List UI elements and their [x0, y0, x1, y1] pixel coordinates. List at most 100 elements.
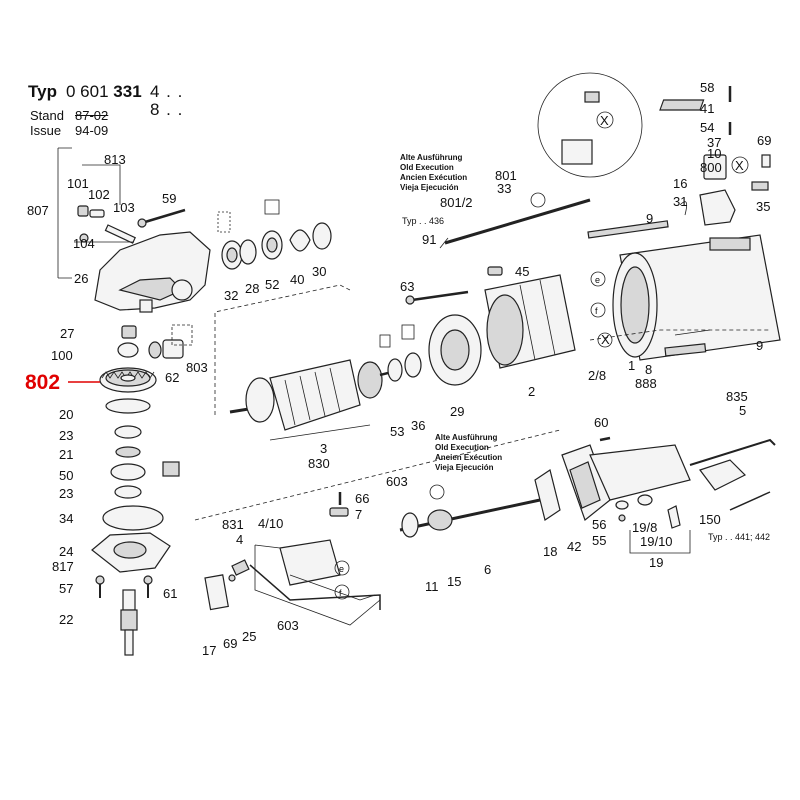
callout-23-upper: 23 [59, 428, 73, 443]
typ-441-442-note: Typ . . 441; 442 [708, 532, 770, 542]
callout-30: 30 [312, 264, 326, 279]
screw-57 [95, 575, 105, 598]
callout-63: 63 [400, 279, 414, 294]
callout-53: 53 [390, 424, 404, 439]
part-35 [751, 181, 769, 191]
plate-17 [204, 574, 229, 611]
bearing-50-detail [162, 461, 180, 477]
callout-56: 56 [592, 517, 606, 532]
screw-61 [143, 575, 153, 598]
callout-22: 22 [59, 612, 73, 627]
callout-37: 37 [707, 135, 721, 150]
callout-7: 7 [355, 507, 362, 522]
type-suffix-2: 8 . . [150, 100, 184, 119]
svg-text:Vieja Ejecución: Vieja Ejecución [435, 463, 494, 472]
callout-10: 10 [707, 146, 721, 161]
callout-52: 52 [265, 277, 279, 292]
callout-19: 19 [649, 555, 663, 570]
callout-58: 58 [700, 80, 714, 95]
svg-text:Ancien Exécution: Ancien Exécution [435, 453, 502, 462]
svg-text:Alte Ausführung: Alte Ausführung [435, 433, 497, 442]
callout-69-top: 69 [757, 133, 771, 148]
bearing-set-32-30 [217, 199, 332, 270]
callout-603-lower: 603 [277, 618, 299, 633]
switch-4-10 [254, 539, 381, 626]
earth-symbol-2 [429, 484, 445, 500]
plate-41 [659, 99, 705, 111]
callout-9-upper: 9 [646, 211, 653, 226]
type-suffix-1: 4 . . [150, 82, 184, 101]
callout-24: 24 [59, 544, 73, 559]
callout-55: 55 [592, 533, 606, 548]
part-9-upper [587, 220, 669, 239]
svg-text:Vieja Ejecución: Vieja Ejecución [400, 183, 459, 192]
screw-parts-101-103 [74, 205, 136, 244]
callout-830: 830 [308, 456, 330, 471]
switch-rod-6 [399, 498, 541, 538]
x-marker-3: X [597, 332, 613, 348]
highlight-label-802: 802 [25, 371, 60, 394]
part-23-upper [114, 425, 142, 439]
part-25 [231, 559, 250, 576]
callout-32: 32 [224, 288, 238, 303]
callout-831: 831 [222, 517, 244, 532]
callout-41: 41 [700, 101, 714, 116]
part-21 [115, 446, 141, 458]
callout-4-10: 4/10 [258, 516, 283, 531]
f-marker-3: e [334, 560, 350, 576]
callout-66: 66 [355, 491, 369, 506]
callout-11: 11 [425, 579, 439, 594]
callout-34: 34 [59, 511, 73, 526]
callout-25: 25 [242, 629, 256, 644]
pinion-62-803 [148, 324, 193, 359]
callout-817: 817 [52, 559, 74, 574]
callout-54: 54 [700, 120, 714, 135]
part-55 [618, 514, 626, 522]
plug-835 [699, 459, 747, 491]
part-27 [121, 325, 137, 339]
callout-35: 35 [756, 199, 770, 214]
clip-7 [329, 507, 349, 517]
callout-42: 42 [567, 539, 581, 554]
screw-63 [411, 290, 469, 302]
callout-33: 33 [497, 181, 511, 196]
callout-91: 91 [422, 232, 436, 247]
stand-label: Stand [30, 108, 64, 123]
callout-36: 36 [411, 418, 425, 433]
gear-housing-26 [94, 231, 211, 313]
motor-housing-1 [612, 234, 781, 361]
svg-text:Ancien Exécution: Ancien Exécution [400, 173, 467, 182]
callout-31: 31 [673, 194, 687, 209]
old-execution-note-1: Alte Ausführung Old Execution Ancien Exé… [400, 153, 467, 192]
lead-801-2 [439, 237, 449, 249]
callout-26: 26 [74, 271, 88, 286]
callout-803: 803 [186, 360, 208, 375]
cable-150 [729, 491, 771, 511]
spring-31 [679, 201, 688, 216]
callout-8: 8 [645, 362, 652, 377]
type-number-bold: 331 [113, 82, 142, 101]
callout-801-2: 801/2 [440, 195, 473, 210]
callout-801: 801 [495, 168, 517, 183]
part-36 [404, 352, 422, 378]
callout-888: 888 [635, 376, 657, 391]
issue-value: 94-09 [75, 123, 109, 138]
x-marker-1: X [596, 111, 614, 129]
earth-symbol-1 [530, 192, 546, 208]
flange-24 [91, 532, 171, 573]
wire-603 [249, 564, 381, 610]
svg-text:X: X [601, 332, 610, 347]
bracket-19 [629, 530, 691, 554]
callout-813: 813 [104, 152, 126, 167]
armature-830 [229, 359, 393, 431]
svg-text:f: f [595, 306, 598, 316]
svg-text:f: f [339, 588, 342, 598]
callout-603-upper: 603 [386, 474, 408, 489]
callout-2: 2 [528, 384, 535, 399]
callout-800: 800 [700, 160, 722, 175]
issue-label: Issue [30, 123, 62, 138]
callout-102: 102 [88, 187, 110, 202]
part-23-lower [114, 485, 142, 499]
